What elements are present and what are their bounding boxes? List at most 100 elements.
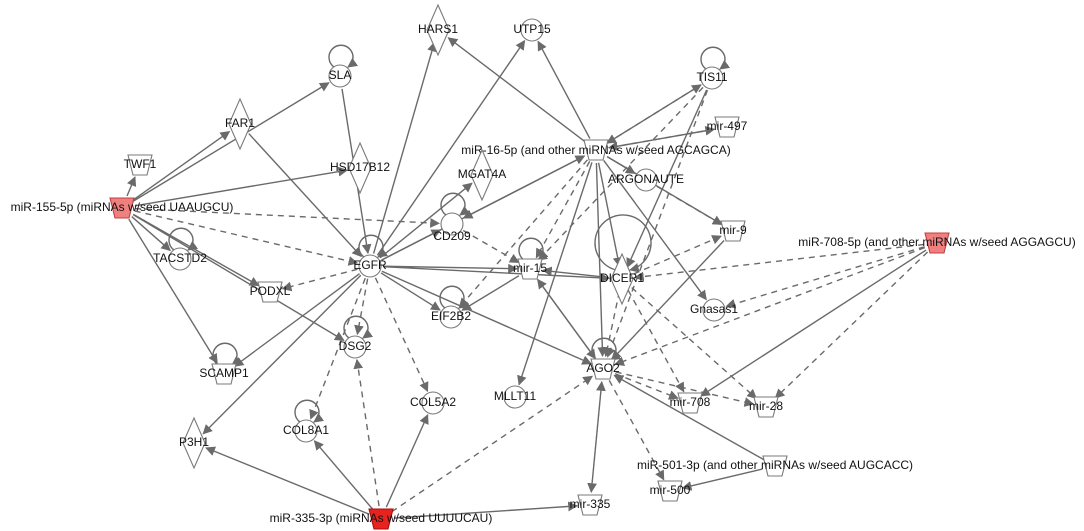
node-col8a1[interactable]: COL8A1	[283, 419, 329, 443]
node-mir-15[interactable]: mir-15	[513, 258, 547, 280]
self-loop-cd209	[440, 192, 471, 216]
dicer1-diamond-shape	[610, 252, 634, 306]
node-mir-155-5p[interactable]: miR-155-5p (miRNAs w/seed UAAUGCU)	[11, 197, 234, 219]
edge-mir-335-3p-to-dsg2	[353, 358, 380, 507]
edge-mir-155-5p-to-tacstd2	[131, 216, 171, 252]
node-tis11[interactable]: TIS11	[696, 66, 728, 90]
node-mir-9[interactable]: mir-9	[719, 220, 747, 242]
node-mir-335-3p[interactable]: miR-335-3p (miRNAs w/seed UUUUCAU)	[270, 508, 493, 530]
node-twf1[interactable]: TWF1	[124, 154, 157, 176]
node-mir-335[interactable]: mir-335	[570, 494, 611, 516]
node-mir-497[interactable]: mir-497	[707, 116, 748, 138]
ago2-trapezoid-shape	[590, 358, 616, 380]
node-label-ago2: AGO2	[586, 361, 620, 375]
mir-708-5p-trapezoid-shape	[924, 232, 950, 254]
edge-mir-155-5p-to-cd209	[134, 207, 440, 228]
node-ago2[interactable]: AGO2	[586, 358, 620, 380]
edge-mir-335-3p-to-col8a1	[313, 440, 374, 510]
node-tacstd2[interactable]: TACSTD2	[153, 247, 207, 271]
node-mir-708-5p[interactable]: miR-708-5p (and other miRNAs w/seed AGGA…	[798, 232, 1076, 254]
node-dsg2[interactable]: DSG2	[339, 335, 372, 359]
node-far1[interactable]: FAR1	[225, 97, 255, 151]
node-gnasas1[interactable]: Gnasas1	[690, 298, 738, 322]
node-label-gnasas1: Gnasas1	[690, 302, 738, 316]
node-mir-500[interactable]: mir-500	[650, 480, 691, 502]
node-mllt11[interactable]: MLLT11	[494, 385, 537, 409]
edge-mir-335-3p-to-col5a2	[385, 413, 429, 508]
node-label-mir-16-5p: miR-16-5p (and other miRNAs w/seed AGCAG…	[461, 143, 730, 157]
node-utp15[interactable]: UTP15	[513, 18, 551, 42]
tis11-circle-shape	[700, 66, 724, 90]
edge-tis11-to-mir-16-5p	[606, 84, 702, 144]
self-loop-tis11	[700, 46, 731, 70]
mir-708-trapezoid-shape	[677, 392, 703, 414]
self-loop-tacstd2	[168, 227, 199, 251]
node-label-tacstd2: TACSTD2	[153, 251, 207, 265]
node-argonaute[interactable]: ARGONAUTE	[608, 168, 684, 192]
node-label-utp15: UTP15	[513, 22, 551, 36]
edge-mir-335-3p-to-ago2	[391, 375, 594, 513]
col8a1-circle-shape	[294, 419, 318, 443]
edge-egfr-to-p3h1	[202, 274, 362, 435]
node-label-mir-335: mir-335	[570, 497, 611, 511]
node-label-dicer1: DICER1	[600, 271, 644, 285]
node-col5a2[interactable]: COL5A2	[410, 391, 456, 415]
self-loop-dsg2	[343, 315, 374, 339]
edge-mir-16-5p-to-mllt11	[517, 162, 593, 386]
self-loop-mir-15	[518, 237, 549, 261]
utp15-circle-shape	[520, 18, 544, 42]
node-label-dsg2: DSG2	[339, 339, 372, 353]
node-scamp1[interactable]: SCAMP1	[199, 363, 249, 385]
node-dicer1[interactable]: DICER1	[600, 252, 644, 306]
node-podxl[interactable]: PODXL	[250, 281, 291, 303]
node-mir-501-3p[interactable]: miR-501-3p (and other miRNAs w/seed AUGC…	[637, 455, 913, 477]
self-loop-ago2	[591, 337, 622, 361]
node-mgat4a[interactable]: MGAT4A	[458, 148, 506, 202]
node-label-mir-708-5p: miR-708-5p (and other miRNAs w/seed AGGA…	[798, 235, 1075, 249]
node-eif2b2[interactable]: EIF2B2	[431, 305, 471, 329]
edge-mir-155-5p-to-sla	[132, 82, 330, 202]
node-mir-28[interactable]: mir-28	[749, 396, 783, 418]
self-loop-col8a1	[294, 399, 325, 423]
edge-mir-16-5p-to-dicer1	[597, 162, 623, 268]
edge-egfr-to-dsg2	[354, 278, 369, 336]
mir-15-trapezoid-shape	[517, 258, 543, 280]
self-loop-egfr	[358, 234, 389, 258]
mir-335-trapezoid-shape	[577, 494, 603, 516]
edge-mir-155-5p-to-podxl	[132, 213, 260, 287]
node-mir-16-5p[interactable]: miR-16-5p (and other miRNAs w/seed AGCAG…	[461, 139, 731, 161]
node-mir-708[interactable]: mir-708	[670, 392, 711, 414]
node-sla[interactable]: SLA	[328, 64, 352, 88]
edge-mir-15-to-eif2b2	[461, 275, 520, 311]
edge-mir-16-5p-to-utp15	[537, 40, 591, 139]
edge-dicer1-to-mir-9	[633, 235, 722, 275]
node-label-tis11: TIS11	[696, 70, 727, 84]
node-egfr[interactable]: EGFR	[353, 254, 387, 278]
podxl-trapezoid-shape	[257, 281, 283, 303]
edge-mir-708-5p-to-dicer1	[633, 243, 925, 282]
node-p3h1[interactable]: P3H1	[179, 416, 209, 470]
edge-egfr-to-mgat4a	[379, 182, 473, 259]
self-loop-dicer1	[594, 214, 652, 273]
edge-egfr-to-col8a1	[309, 277, 366, 420]
node-label-mir-9: mir-9	[719, 223, 747, 237]
node-hsd17b12[interactable]: HSD17B12	[330, 141, 390, 195]
edge-mir-155-5p-to-hsd17b12	[134, 166, 349, 207]
edge-layer	[126, 37, 929, 519]
edge-dicer1-to-mir-708	[627, 290, 685, 393]
edge-dicer1-to-mir-15	[541, 266, 610, 279]
p3h1-diamond-shape	[182, 416, 206, 470]
twf1-trapezoid-shape	[127, 154, 153, 176]
node-label-mir-335-3p: miR-335-3p (miRNAs w/seed UUUUCAU)	[270, 511, 493, 525]
edge-mir-501-3p-to-ago2	[613, 374, 765, 461]
mir-335-3p-trapezoid-shape	[368, 508, 394, 530]
node-hars1[interactable]: HARS1	[418, 3, 458, 57]
node-cd209[interactable]: CD209	[433, 212, 471, 243]
node-label-sla: SLA	[329, 68, 352, 82]
edge-mir-497-to-mir-16-5p	[607, 128, 715, 152]
tacstd2-circle-shape	[168, 247, 192, 271]
edge-tis11-to-ago2	[606, 89, 709, 358]
hsd17b12-diamond-shape	[348, 141, 372, 195]
edge-egfr-to-eif2b2	[380, 272, 441, 311]
scamp1-trapezoid-shape	[211, 363, 237, 385]
